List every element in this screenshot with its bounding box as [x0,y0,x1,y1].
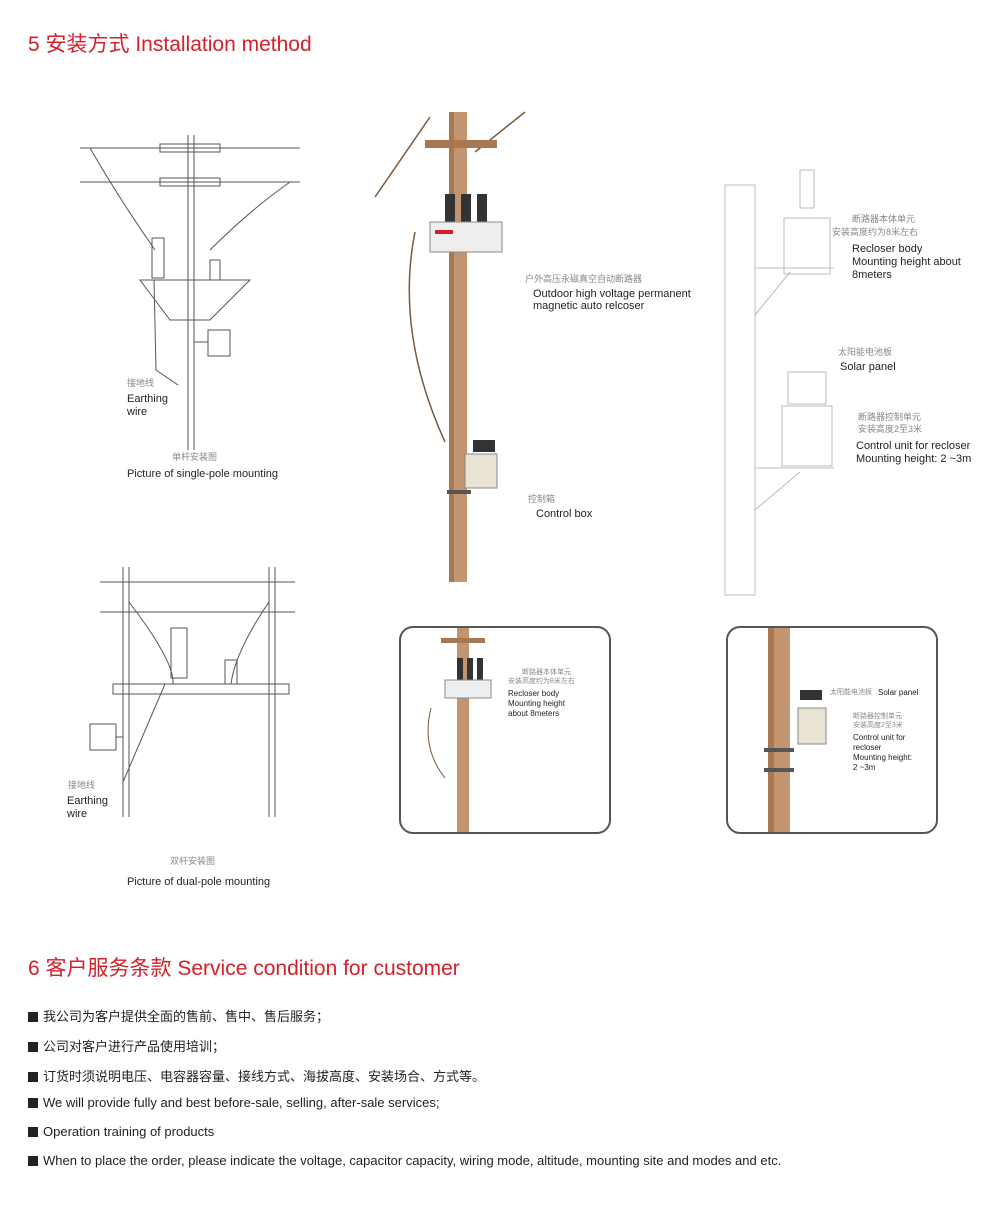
right-control-cn-2: 安装高度2至3米 [858,424,923,434]
list-item-text: 公司对客户进行产品使用培训； [43,1039,226,1054]
section-title-installation: 5 安装方式 Installation method [28,33,312,56]
panel-left-body-cn-1: 断路器本体单元 [522,669,571,676]
dual-earthing-en-2: wire [67,808,88,820]
bullet-square-icon [28,1042,38,1052]
panel-right-control-cn-2: 安装高度2至3米 [853,722,903,729]
panel-right-control-en-4: 2 ~3m [853,763,876,772]
right-solar-en: Solar panel [840,361,896,373]
right-body-cn-1: 断路器本体单元 [852,214,916,224]
bullet-square-icon [28,1098,38,1108]
panel-left-body-cn-2: 安装高度约为8米左右 [508,678,575,685]
panel-right-control-cn-1: 断路器控制单元 [853,713,902,720]
right-body-en-3: 8meters [852,269,892,281]
list-item-text: We will provide fully and best before-sa… [43,1095,440,1110]
list-item-text: 订货时须说明电压、电容器容量、接线方式、海拔高度、安装场合、方式等。 [43,1069,486,1084]
panel-right-control-en-2: recloser [853,743,882,752]
bullet-square-icon [28,1156,38,1166]
dual-caption-cn: 双杆安装图 [170,856,216,866]
bullet-square-icon [28,1072,38,1082]
dual-caption-en: Picture of dual-pole mounting [127,876,271,888]
single-earthing-cn: 接地线 [127,378,155,388]
single-pole-diagram [80,135,300,450]
list-item: We will provide fully and best before-sa… [28,1095,439,1110]
list-item-text: Operation training of products [43,1124,215,1139]
control-unit-panel [726,626,938,834]
panel-right-solar-cn: 太阳能电池板 [830,689,872,696]
panel-right-control-en-3: Mounting height: [853,753,913,762]
photo-control-cn: 控制箱 [528,494,556,504]
section-title-service: 6 客户服务条款 Service condition for customer [28,957,460,980]
list-item-text: 我公司为客户提供全面的售前、售中、售后服务； [43,1009,330,1024]
list-item: Operation training of products [28,1124,214,1139]
dual-earthing-en-1: Earthing [67,795,108,807]
single-caption-cn: 单杆安装图 [172,452,218,462]
single-earthing-en-1: Earthing [127,393,168,405]
photo-recloser-en-2: magnetic auto relcoser [533,300,645,312]
photo-control-en: Control box [536,508,593,520]
single-earthing-en-2: wire [127,406,148,418]
pole-photo-illustration [374,111,526,582]
single-caption-en: Picture of single-pole mounting [127,468,279,480]
list-item: 公司对客户进行产品使用培训； [28,1036,225,1055]
panel-left-body-en-1: Recloser body [508,689,560,698]
recloser-mounting-diagram [724,169,834,596]
list-item: 订货时须说明电压、电容器容量、接线方式、海拔高度、安装场合、方式等。 [28,1066,485,1085]
panel-left-body-en-3: about 8meters [508,709,560,718]
list-item-text: When to place the order, please indicate… [43,1153,782,1168]
right-body-en-2: Mounting height about [852,256,961,268]
bullet-square-icon [28,1127,38,1137]
panel-right-solar-en: Solar panel [878,688,919,697]
right-body-cn-2: 安装高度约为8米左右 [832,227,919,237]
recloser-body-panel [399,626,611,834]
dual-pole-diagram [89,567,295,817]
dual-earthing-cn: 接地线 [68,780,96,790]
panel-right-control-en-1: Control unit for [853,733,906,742]
right-control-cn-1: 断路器控制单元 [858,412,922,422]
panel-left-body-en-2: Mounting height [508,699,565,708]
right-control-en-1: Control unit for recloser [856,440,971,452]
right-solar-cn: 太阳能电池板 [838,347,893,357]
right-body-en-1: Recloser body [852,243,923,255]
list-item: When to place the order, please indicate… [28,1153,781,1168]
list-item: 我公司为客户提供全面的售前、售中、售后服务； [28,1006,329,1025]
bullet-square-icon [28,1012,38,1022]
photo-recloser-en-1: Outdoor high voltage permanent [533,288,691,300]
right-control-en-2: Mounting height: 2 ~3m [856,453,972,465]
photo-recloser-cn: 户外高压永磁真空自动断路器 [525,274,643,284]
